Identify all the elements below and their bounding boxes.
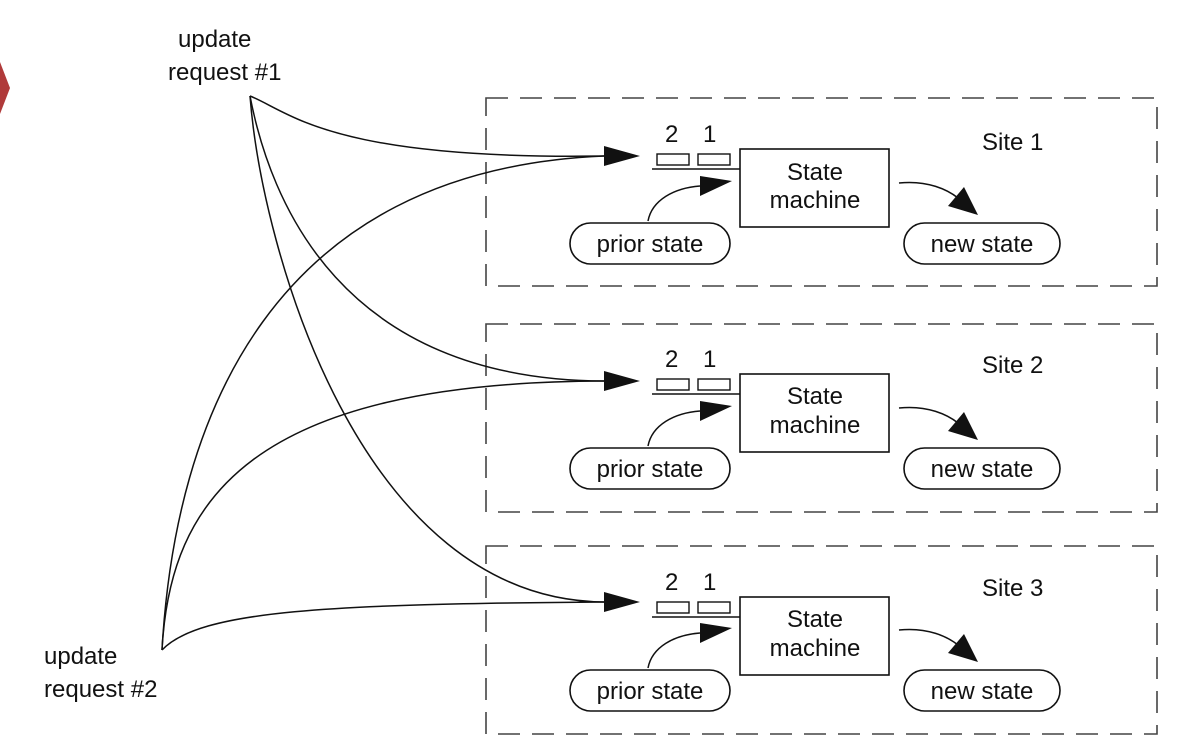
request-1-site-1-arrowhead: [604, 146, 640, 166]
request-2-to-site-2-curve: [161, 380, 605, 651]
site-1-state-machine-box: [739, 148, 890, 228]
site-1-title: Site 1: [982, 129, 1043, 156]
request-1-site-2-arrowhead: [604, 371, 640, 391]
update-request-1-line1: update: [178, 26, 251, 53]
site-2-new-state-label: new state: [931, 456, 1034, 483]
site-3-prior-state-label: prior state: [597, 678, 704, 705]
request-2-to-site-1-curve: [161, 155, 605, 651]
site-2-state-machine-line1: State: [787, 383, 843, 410]
site-3-new-state-pill: [903, 669, 1061, 712]
site-2: Site 2 2 1 State machine prior state new…: [485, 323, 1158, 513]
site-1: Site 1 2 1 State machine prior state new…: [485, 97, 1158, 287]
request-1-site-3-arrowhead: [604, 592, 640, 612]
site-3-state-machine-line1: State: [787, 606, 843, 633]
request-1-to-site-3-curve: [249, 95, 605, 603]
site-1-machine-to-new-arrow: [898, 181, 959, 199]
site-2-prior-arrowhead: [700, 401, 732, 421]
site-3-frame: [485, 545, 1158, 735]
site-2-title: Site 2: [982, 352, 1043, 379]
site-1-queue-slot-2: [656, 153, 690, 166]
site-1-new-state-pill: [903, 222, 1061, 265]
site-2-state-machine-line2: machine: [770, 412, 861, 439]
site-1-prior-arrowhead: [700, 176, 732, 196]
site-3: Site 3 2 1 State machine prior state new…: [485, 545, 1158, 735]
site-3-prior-state-pill: [569, 669, 731, 712]
site-1-state-machine-line1: State: [787, 159, 843, 186]
request-2-to-site-3-curve: [161, 601, 605, 651]
site-2-frame: [485, 323, 1158, 513]
site-3-new-state-label: new state: [931, 678, 1034, 705]
site-1-new-arrowhead: [948, 187, 978, 215]
site-3-queue-slot-2: [656, 601, 690, 614]
site-2-prior-to-machine-arrow: [647, 410, 701, 447]
site-2-state-machine-box: [739, 373, 890, 453]
site-1-frame: [485, 97, 1158, 287]
site-3-machine-to-new-arrow: [898, 628, 959, 646]
site-2-prior-state-pill: [569, 447, 731, 490]
site-2-machine-to-new-arrow: [898, 406, 959, 424]
site-2-new-arrowhead: [948, 412, 978, 440]
site-1-prior-to-machine-arrow: [647, 185, 701, 222]
update-request-2-line2: request #2: [44, 676, 157, 703]
site-1-queue-label-2: 2: [665, 121, 678, 148]
update-request-1-label: update request #1: [168, 26, 281, 86]
site-3-state-machine-box: [739, 596, 890, 676]
update-request-2-line1: update: [44, 643, 117, 670]
update-request-1-line2: request #1: [168, 59, 281, 86]
site-3-prior-to-machine-arrow: [647, 632, 701, 669]
site-1-prior-state-label: prior state: [597, 231, 704, 258]
request-2-connectors: [161, 155, 605, 651]
site-3-queue-label-1: 1: [703, 569, 716, 596]
site-3-prior-arrowhead: [700, 623, 732, 643]
request-1-connectors: [249, 95, 640, 612]
site-2-new-state-pill: [903, 447, 1061, 490]
site-2-queue-label-2: 2: [665, 346, 678, 373]
site-1-new-state-label: new state: [931, 231, 1034, 258]
request-1-to-site-1-curve: [249, 95, 605, 157]
update-request-2-label: update request #2: [44, 643, 157, 703]
site-2-queue-label-1: 1: [703, 346, 716, 373]
request-1-to-site-2-curve: [249, 95, 605, 382]
site-2-queue-slot-2: [656, 378, 690, 391]
site-1-prior-state-pill: [569, 222, 731, 265]
site-2-queue-slot-1: [697, 378, 731, 391]
site-3-state-machine-line2: machine: [770, 635, 861, 662]
site-3-queue-slot-1: [697, 601, 731, 614]
site-1-queue-label-1: 1: [703, 121, 716, 148]
site-3-queue-label-2: 2: [665, 569, 678, 596]
site-1-queue-slot-1: [697, 153, 731, 166]
site-3-new-arrowhead: [948, 634, 978, 662]
site-2-prior-state-label: prior state: [597, 456, 704, 483]
site-3-title: Site 3: [982, 575, 1043, 602]
corner-marker-shape: [0, 62, 10, 114]
site-1-state-machine-line2: machine: [770, 187, 861, 214]
